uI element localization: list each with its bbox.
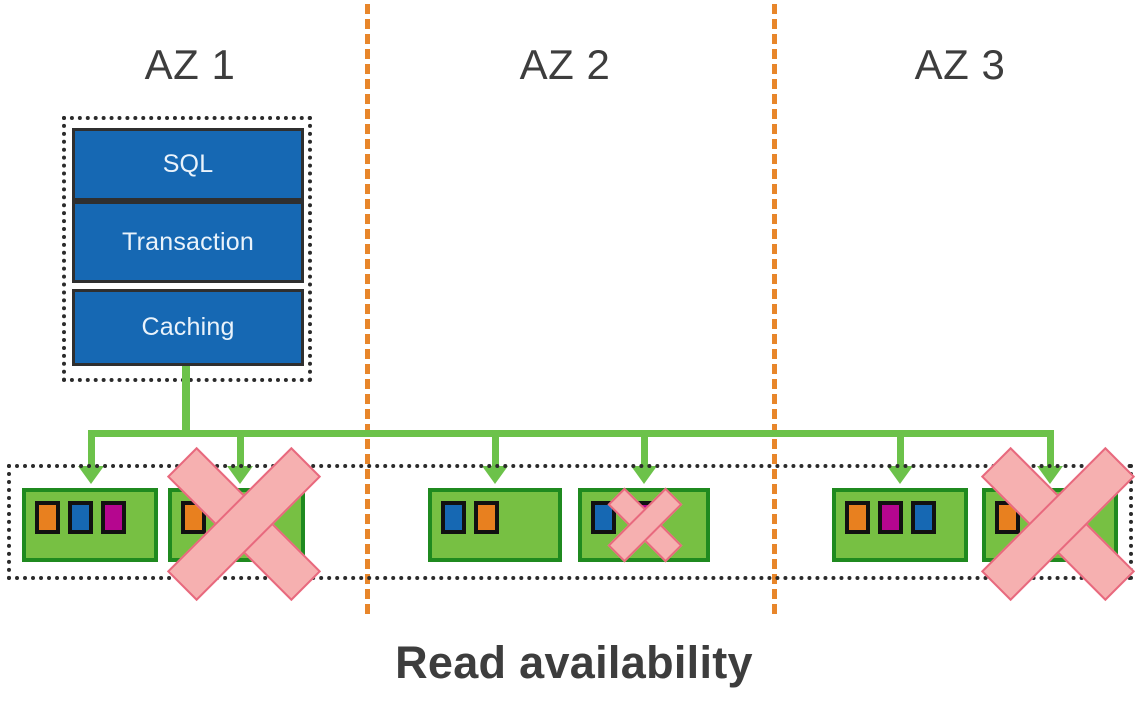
chip-blue-icon <box>591 501 616 534</box>
connector-arrow-az3-node-1 <box>887 466 913 484</box>
chip-blue-icon <box>441 501 466 534</box>
node-az3-node-2[interactable] <box>982 488 1118 562</box>
connector-arrow-az2-node-2 <box>631 466 657 484</box>
chip-blue-icon <box>1061 501 1086 534</box>
node-az2-node-1[interactable] <box>428 488 562 562</box>
chip-blue-icon <box>68 501 93 534</box>
diagram-caption: Read availability <box>395 637 753 688</box>
connector-leg-az2-node-2 <box>641 430 648 472</box>
connector-arrow-az2-node-1 <box>482 466 508 484</box>
chip-magenta-icon <box>878 501 903 534</box>
chip-orange-icon <box>181 501 206 534</box>
chip-blue-icon <box>214 501 239 534</box>
chip-magenta-icon <box>247 501 272 534</box>
chip-orange-icon <box>845 501 870 534</box>
chip-magenta-icon <box>1028 501 1053 534</box>
service-box-caching[interactable]: Caching <box>72 289 304 366</box>
chip-magenta-icon <box>634 501 659 534</box>
chip-magenta-icon <box>101 501 126 534</box>
chip-orange-icon <box>995 501 1020 534</box>
zone-divider-1 <box>365 4 370 614</box>
connector-leg-az2-node-1 <box>492 430 499 472</box>
node-az1-node-1[interactable] <box>22 488 158 562</box>
az-label-az3: AZ 3 <box>914 41 1006 88</box>
node-az3-node-1[interactable] <box>832 488 968 562</box>
connector-bus <box>88 430 1054 437</box>
connector-trunk <box>182 366 190 434</box>
node-az2-node-2[interactable] <box>578 488 710 562</box>
chip-orange-icon <box>35 501 60 534</box>
chip-blue-icon <box>911 501 936 534</box>
chip-orange-icon <box>474 501 499 534</box>
az-label-az2: AZ 2 <box>519 41 611 88</box>
connector-leg-az1-node-1 <box>88 430 95 472</box>
az-label-az1: AZ 1 <box>144 41 236 88</box>
zone-divider-2 <box>772 4 777 614</box>
service-box-sql[interactable]: SQL <box>72 128 304 201</box>
service-box-transaction[interactable]: Transaction <box>72 201 304 283</box>
node-az1-node-2[interactable] <box>168 488 305 562</box>
connector-arrow-az1-node-1 <box>78 466 104 484</box>
connector-leg-az3-node-1 <box>897 430 904 472</box>
